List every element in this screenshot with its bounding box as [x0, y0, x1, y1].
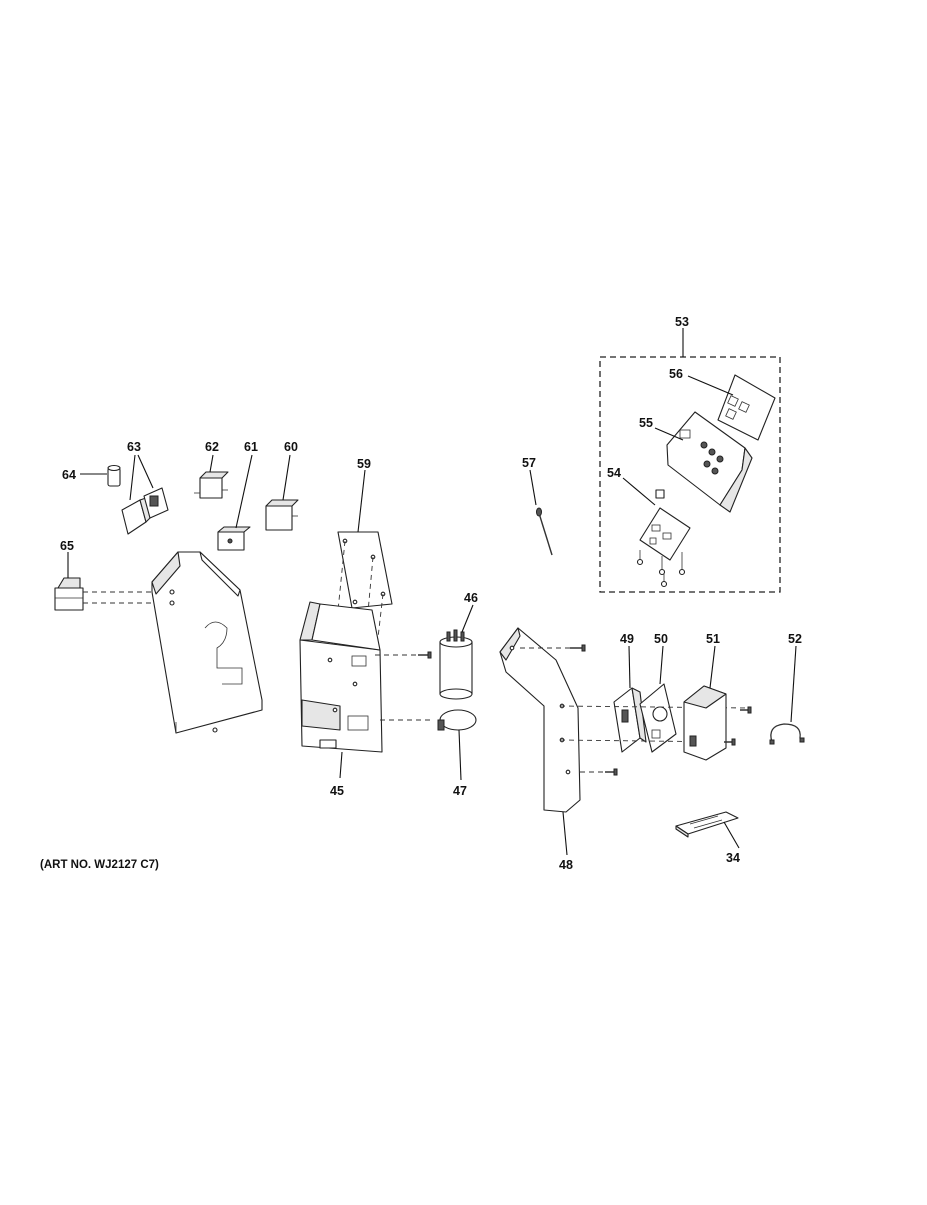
screw-48b	[605, 768, 618, 776]
callout-53: 53	[675, 315, 689, 329]
callout-49: 49	[620, 632, 634, 646]
callout-45: 45	[330, 784, 344, 798]
screw-48a	[570, 644, 586, 652]
leader-49	[628, 645, 631, 689]
screw-51a	[740, 706, 752, 714]
leader-45	[339, 751, 343, 779]
callout-46: 46	[464, 591, 478, 605]
leader-54	[622, 477, 656, 506]
part-64-fuse	[107, 464, 121, 487]
part-47-strap	[437, 709, 477, 731]
leader-51	[709, 645, 716, 689]
callout-55: 55	[639, 416, 653, 430]
callout-52: 52	[788, 632, 802, 646]
leader-48	[562, 811, 568, 856]
leader-55	[654, 427, 684, 441]
callout-62: 62	[205, 440, 219, 454]
callout-51: 51	[706, 632, 720, 646]
part-62-relay	[194, 471, 229, 499]
part-34-remote	[675, 811, 739, 838]
callout-60: 60	[284, 440, 298, 454]
callout-56: 56	[669, 367, 683, 381]
callout-64: 64	[62, 468, 76, 482]
leader-60	[282, 454, 291, 501]
part-59-insulation	[337, 531, 393, 609]
part-57-sensor	[536, 507, 553, 556]
part-63-relays	[121, 487, 169, 535]
dash-row-b	[559, 739, 733, 743]
leader-59	[357, 469, 366, 533]
part-61-terminal	[217, 526, 251, 551]
leader-56	[687, 375, 734, 396]
assembly-53-box	[599, 356, 781, 593]
callout-61: 61	[244, 440, 258, 454]
callout-50: 50	[654, 632, 668, 646]
callout-57: 57	[522, 456, 536, 470]
leader-47	[458, 729, 462, 781]
leader-63a	[129, 454, 136, 501]
screw-46	[418, 651, 432, 659]
art-number: (ART NO. WJ2127 C7)	[40, 859, 159, 871]
part-50-pcb	[639, 683, 677, 753]
part-56-label-sheet	[717, 374, 776, 441]
leader-62	[209, 454, 214, 473]
leader-63b	[137, 454, 154, 489]
part-45-control-box	[299, 601, 383, 753]
part-49-board-bracket	[613, 687, 647, 753]
part-51-cover	[683, 685, 727, 761]
screw-51b	[724, 738, 736, 746]
part-48-bracket	[499, 627, 581, 813]
part-46-capacitor	[439, 629, 473, 700]
callout-59: 59	[357, 457, 371, 471]
part-52-wire-harness	[769, 723, 805, 745]
callout-65: 65	[60, 539, 74, 553]
leader-61	[235, 454, 253, 529]
part-54-control-board	[636, 489, 691, 588]
part-55-control-cover	[666, 411, 753, 513]
leader-57	[529, 469, 537, 506]
callout-63: 63	[127, 440, 141, 454]
callout-54: 54	[607, 466, 621, 480]
callout-34: 34	[726, 851, 740, 865]
part-60-relay	[265, 499, 299, 531]
leader-34	[723, 821, 740, 849]
leader-46	[461, 604, 474, 633]
part-electrical-box-bracket	[151, 551, 263, 734]
part-65-transformer	[54, 577, 84, 611]
leader-50	[659, 645, 664, 685]
callout-47: 47	[453, 784, 467, 798]
leader-52	[790, 645, 797, 723]
callout-48: 48	[559, 858, 573, 872]
